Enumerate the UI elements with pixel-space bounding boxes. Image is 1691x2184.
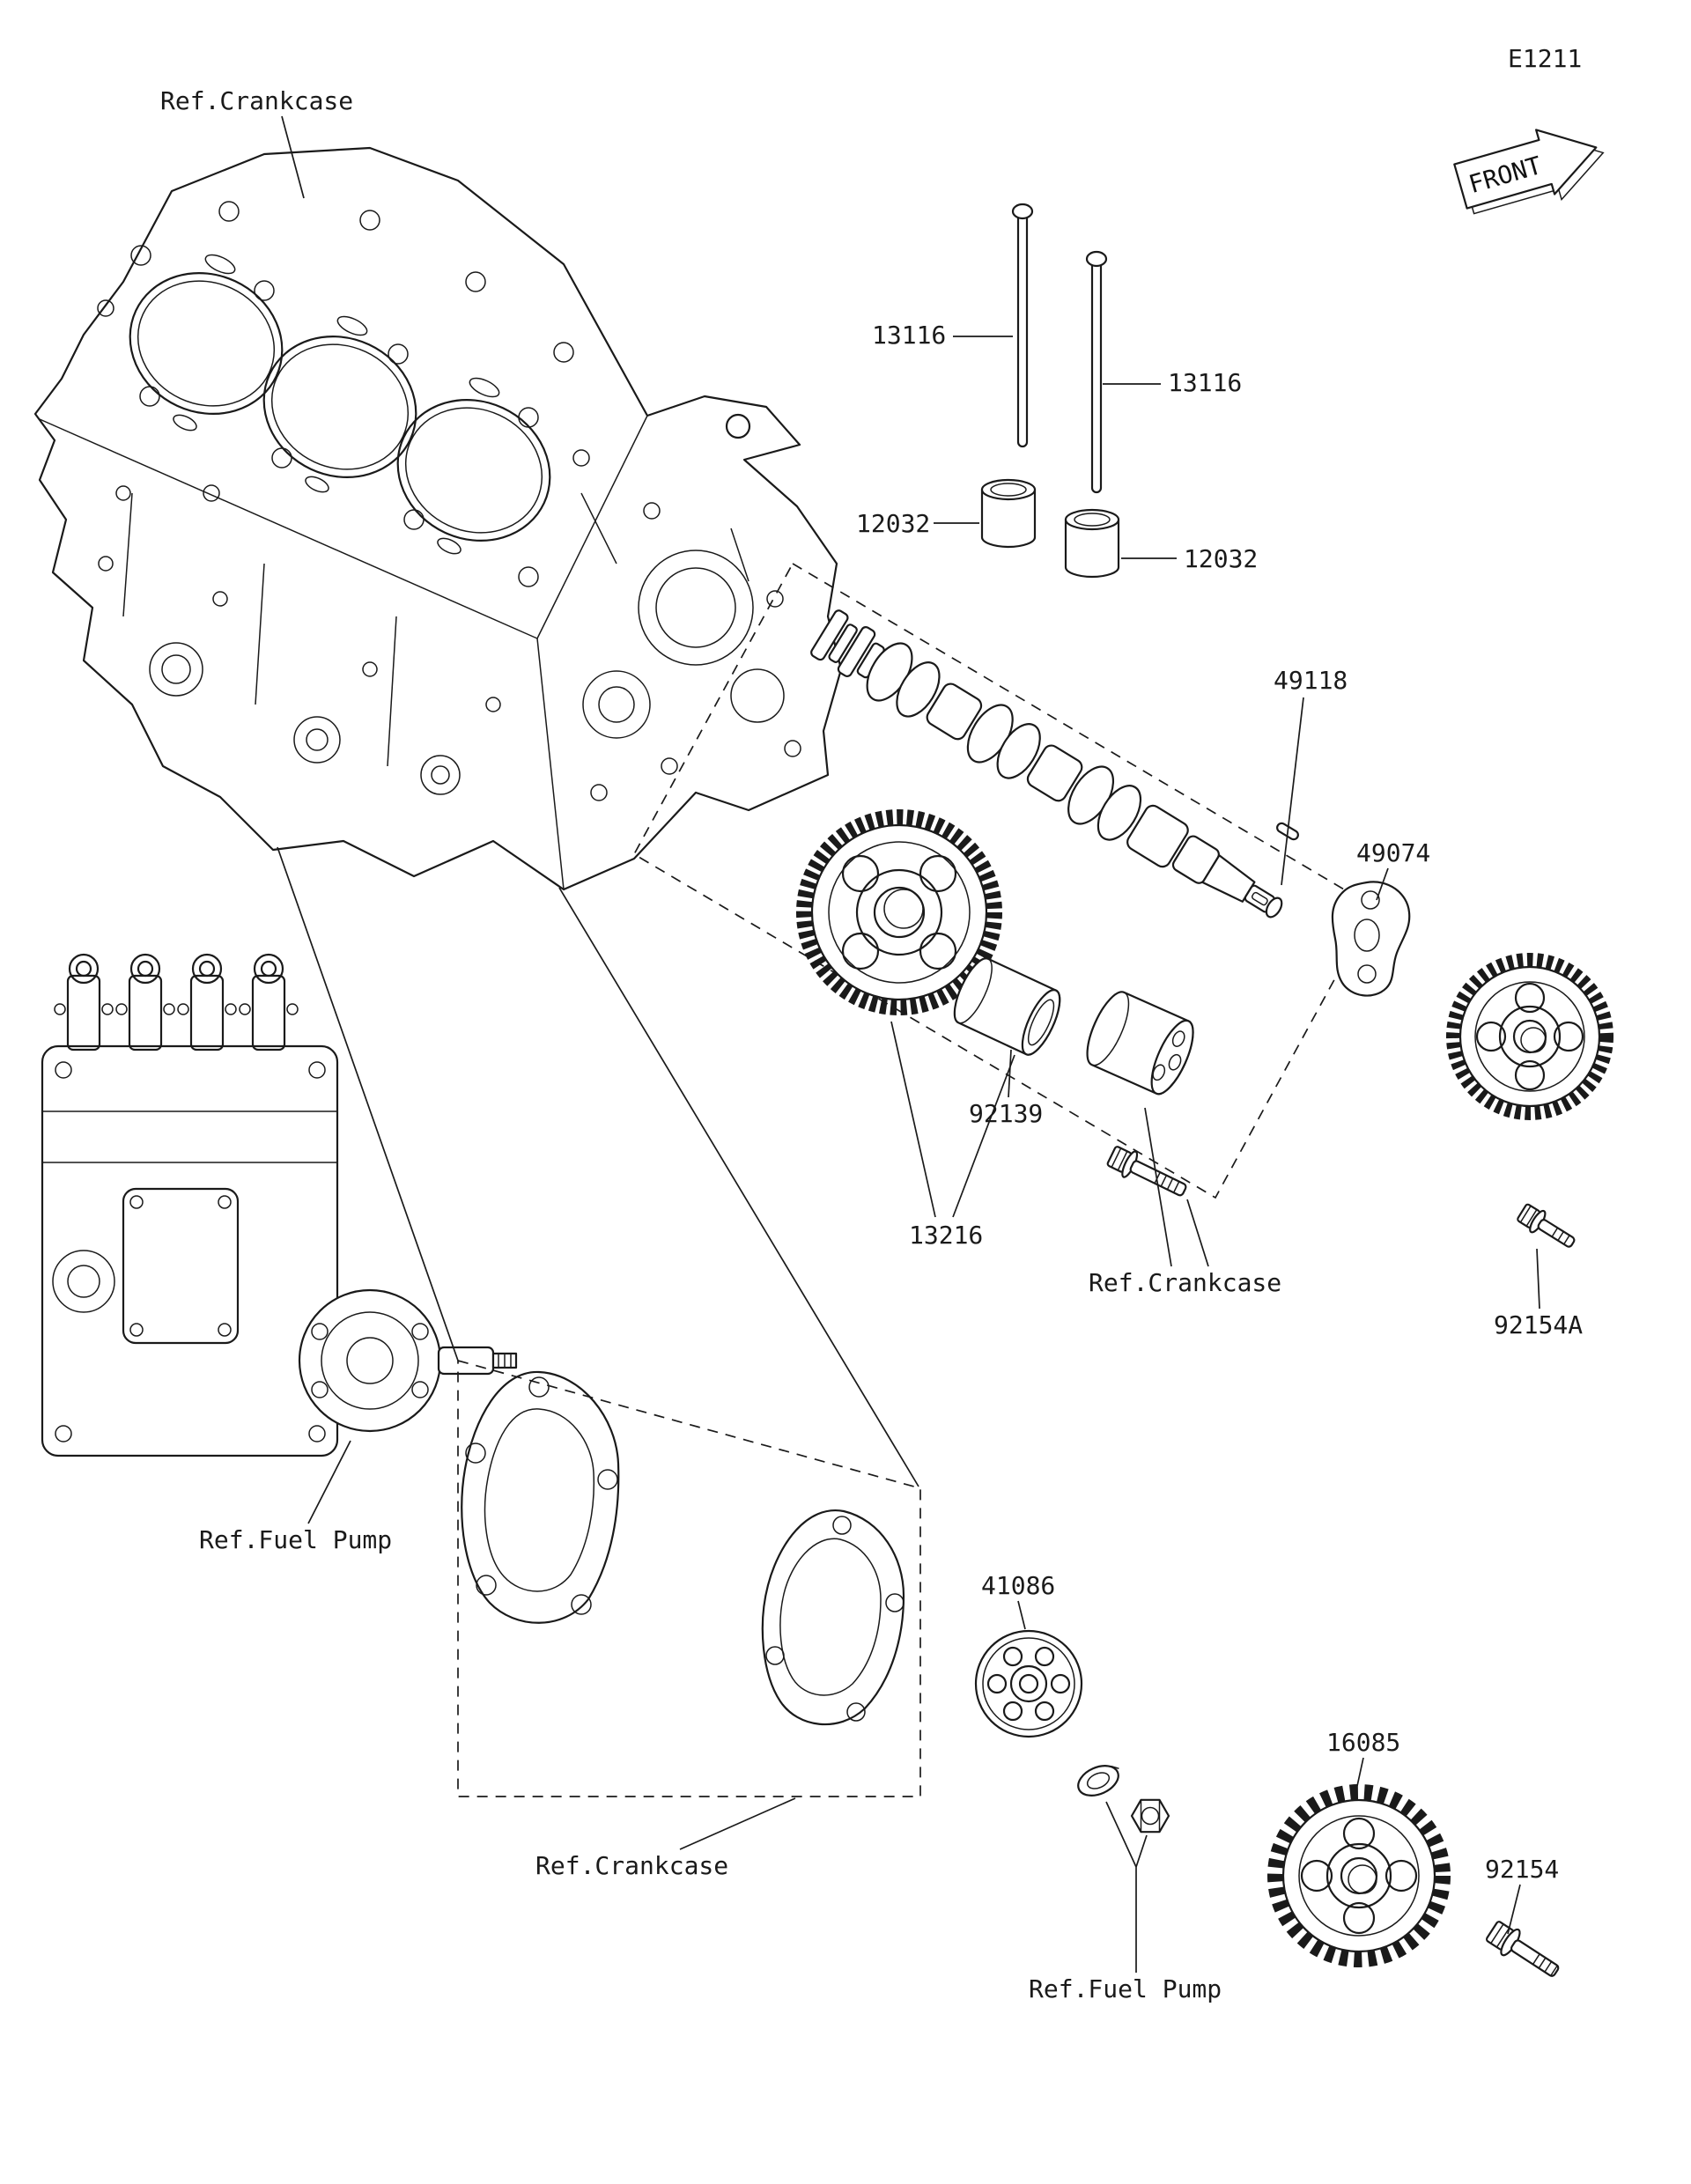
projection-line-right [558, 887, 919, 1487]
part-number-92154a: 92154A [1494, 1310, 1584, 1339]
bushing-drawing [953, 957, 1061, 1056]
push-rods-drawing [1011, 203, 1108, 494]
projection-line-left [277, 846, 459, 1361]
fuel-pump-drawing [41, 953, 518, 1457]
idler-gear-drawing [796, 809, 1002, 1015]
fuel-pump-gear-drawing [1267, 1784, 1451, 1967]
part-number-49074: 49074 [1356, 838, 1431, 867]
label-ref-crankcase-bottom: Ref.Crankcase [535, 1851, 729, 1880]
part-number-12032-b: 12032 [1184, 544, 1259, 573]
part-number-13116-a: 13116 [872, 321, 947, 350]
bolt-92154-drawing [1485, 1921, 1560, 1977]
label-ref-fuel-pump-left: Ref.Fuel Pump [199, 1525, 393, 1554]
part-number-12032-a: 12032 [856, 509, 931, 538]
flange-bolt-mid-drawing [1106, 1146, 1187, 1197]
part-number-41086: 41086 [981, 1571, 1056, 1600]
fuel-pump-gasket-drawing [461, 1370, 620, 1624]
leader-lines [281, 115, 1540, 1973]
governor-plate-drawing [974, 1629, 1083, 1738]
part-number-92154: 92154 [1485, 1855, 1560, 1884]
part-number-16085: 16085 [1326, 1728, 1401, 1757]
camshaft-plate-drawing [1331, 881, 1411, 997]
part-number-49118: 49118 [1274, 666, 1348, 695]
crankcase-gasket-drawing [761, 1509, 905, 1726]
camshaft-gear-drawing [1446, 953, 1613, 1120]
camshaft-drawing [810, 609, 1283, 919]
lock-washer-drawing [1077, 1765, 1119, 1797]
part-number-13216: 13216 [909, 1221, 984, 1250]
gasket-group-box [457, 1359, 921, 1797]
part-number-92139: 92139 [969, 1099, 1044, 1128]
bolt-92154a-drawing [1517, 1203, 1576, 1248]
camshaft-group-box [632, 562, 1376, 1199]
part-number-13116-b: 13116 [1168, 368, 1243, 397]
front-arrow: FRONT [1453, 129, 1605, 215]
front-arrow-body [1453, 129, 1598, 210]
engine-block-drawing [33, 146, 843, 891]
nut-drawing [1130, 1798, 1170, 1834]
label-ref-crankcase-mid: Ref.Crankcase [1089, 1268, 1282, 1297]
page-code: E1211 [1508, 44, 1583, 73]
tappet-guide-drawing [1086, 991, 1194, 1096]
tappets-drawing [980, 478, 1120, 579]
label-ref-fuel-pump-bottom: Ref.Fuel Pump [1029, 1974, 1222, 2003]
label-ref-crankcase-top: Ref.Crankcase [160, 86, 354, 115]
